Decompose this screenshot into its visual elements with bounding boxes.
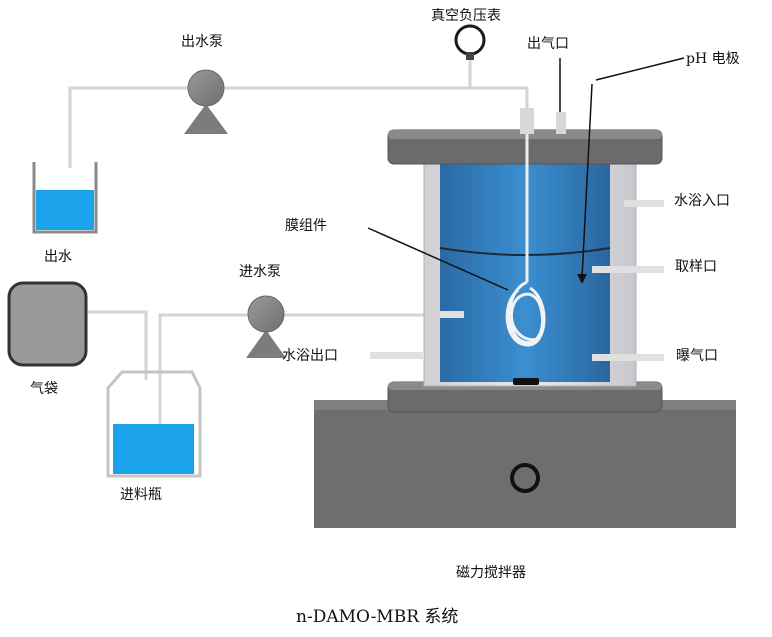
magnetic-stirrer[interactable] xyxy=(314,400,736,528)
label-feed-bottle: 进料瓶 xyxy=(120,487,162,503)
label-outlet-pump: 出水泵 xyxy=(181,34,223,50)
bath-inlet-port xyxy=(624,200,664,207)
membrane-coil xyxy=(505,280,546,347)
label-stirrer: 磁力搅拌器 xyxy=(456,565,526,581)
outlet-pipe xyxy=(68,86,529,168)
labels: 真空负压表 出水泵 出气口 pH 电极 出水 膜组件 水浴入口 取样口 进水泵 … xyxy=(30,8,740,627)
feed-water xyxy=(113,424,194,474)
ph-electrode-line xyxy=(581,83,593,279)
leader-lines xyxy=(367,57,685,291)
label-gas-outlet: 出气口 xyxy=(527,36,569,52)
sampling-port xyxy=(592,266,664,273)
gasbag-pipe xyxy=(86,310,148,380)
inlet-pump[interactable] xyxy=(246,295,286,358)
ph-arrow-icon xyxy=(577,274,587,284)
label-aeration: 曝气口 xyxy=(676,348,718,364)
lid-connector-outlet xyxy=(520,108,534,134)
label-sampling: 取样口 xyxy=(675,259,717,275)
lid-connector-gas xyxy=(556,112,566,134)
outflow-water xyxy=(36,190,94,230)
feed-bottle xyxy=(106,370,202,478)
outflow-beaker-wall xyxy=(32,162,98,234)
reactor xyxy=(370,108,664,413)
outlet-pump[interactable] xyxy=(184,69,228,134)
diagram-caption: n-DAMO-MBR 系统 xyxy=(296,607,458,627)
vacuum-gauge xyxy=(454,24,486,60)
gas-bag xyxy=(7,281,88,367)
label-bath-outlet: 水浴出口 xyxy=(282,348,338,364)
label-bath-inlet: 水浴入口 xyxy=(674,193,730,209)
outflow-beaker xyxy=(32,162,98,234)
piping xyxy=(68,55,529,445)
feed-pipe xyxy=(158,313,458,445)
label-outflow: 出水 xyxy=(44,249,72,265)
label-membrane: 膜组件 xyxy=(285,218,327,234)
label-inlet-pump: 进水泵 xyxy=(239,264,281,280)
ph-leader xyxy=(595,57,685,81)
label-vacuum-gauge: 真空负压表 xyxy=(431,8,501,24)
label-ph-electrode: pH 电极 xyxy=(686,51,740,67)
bath-outlet-port xyxy=(370,352,424,359)
membrane-leader xyxy=(367,227,509,291)
stirrer-knob-icon[interactable] xyxy=(510,463,540,493)
aeration-port xyxy=(592,354,664,361)
label-gas-bag: 气袋 xyxy=(30,381,58,397)
